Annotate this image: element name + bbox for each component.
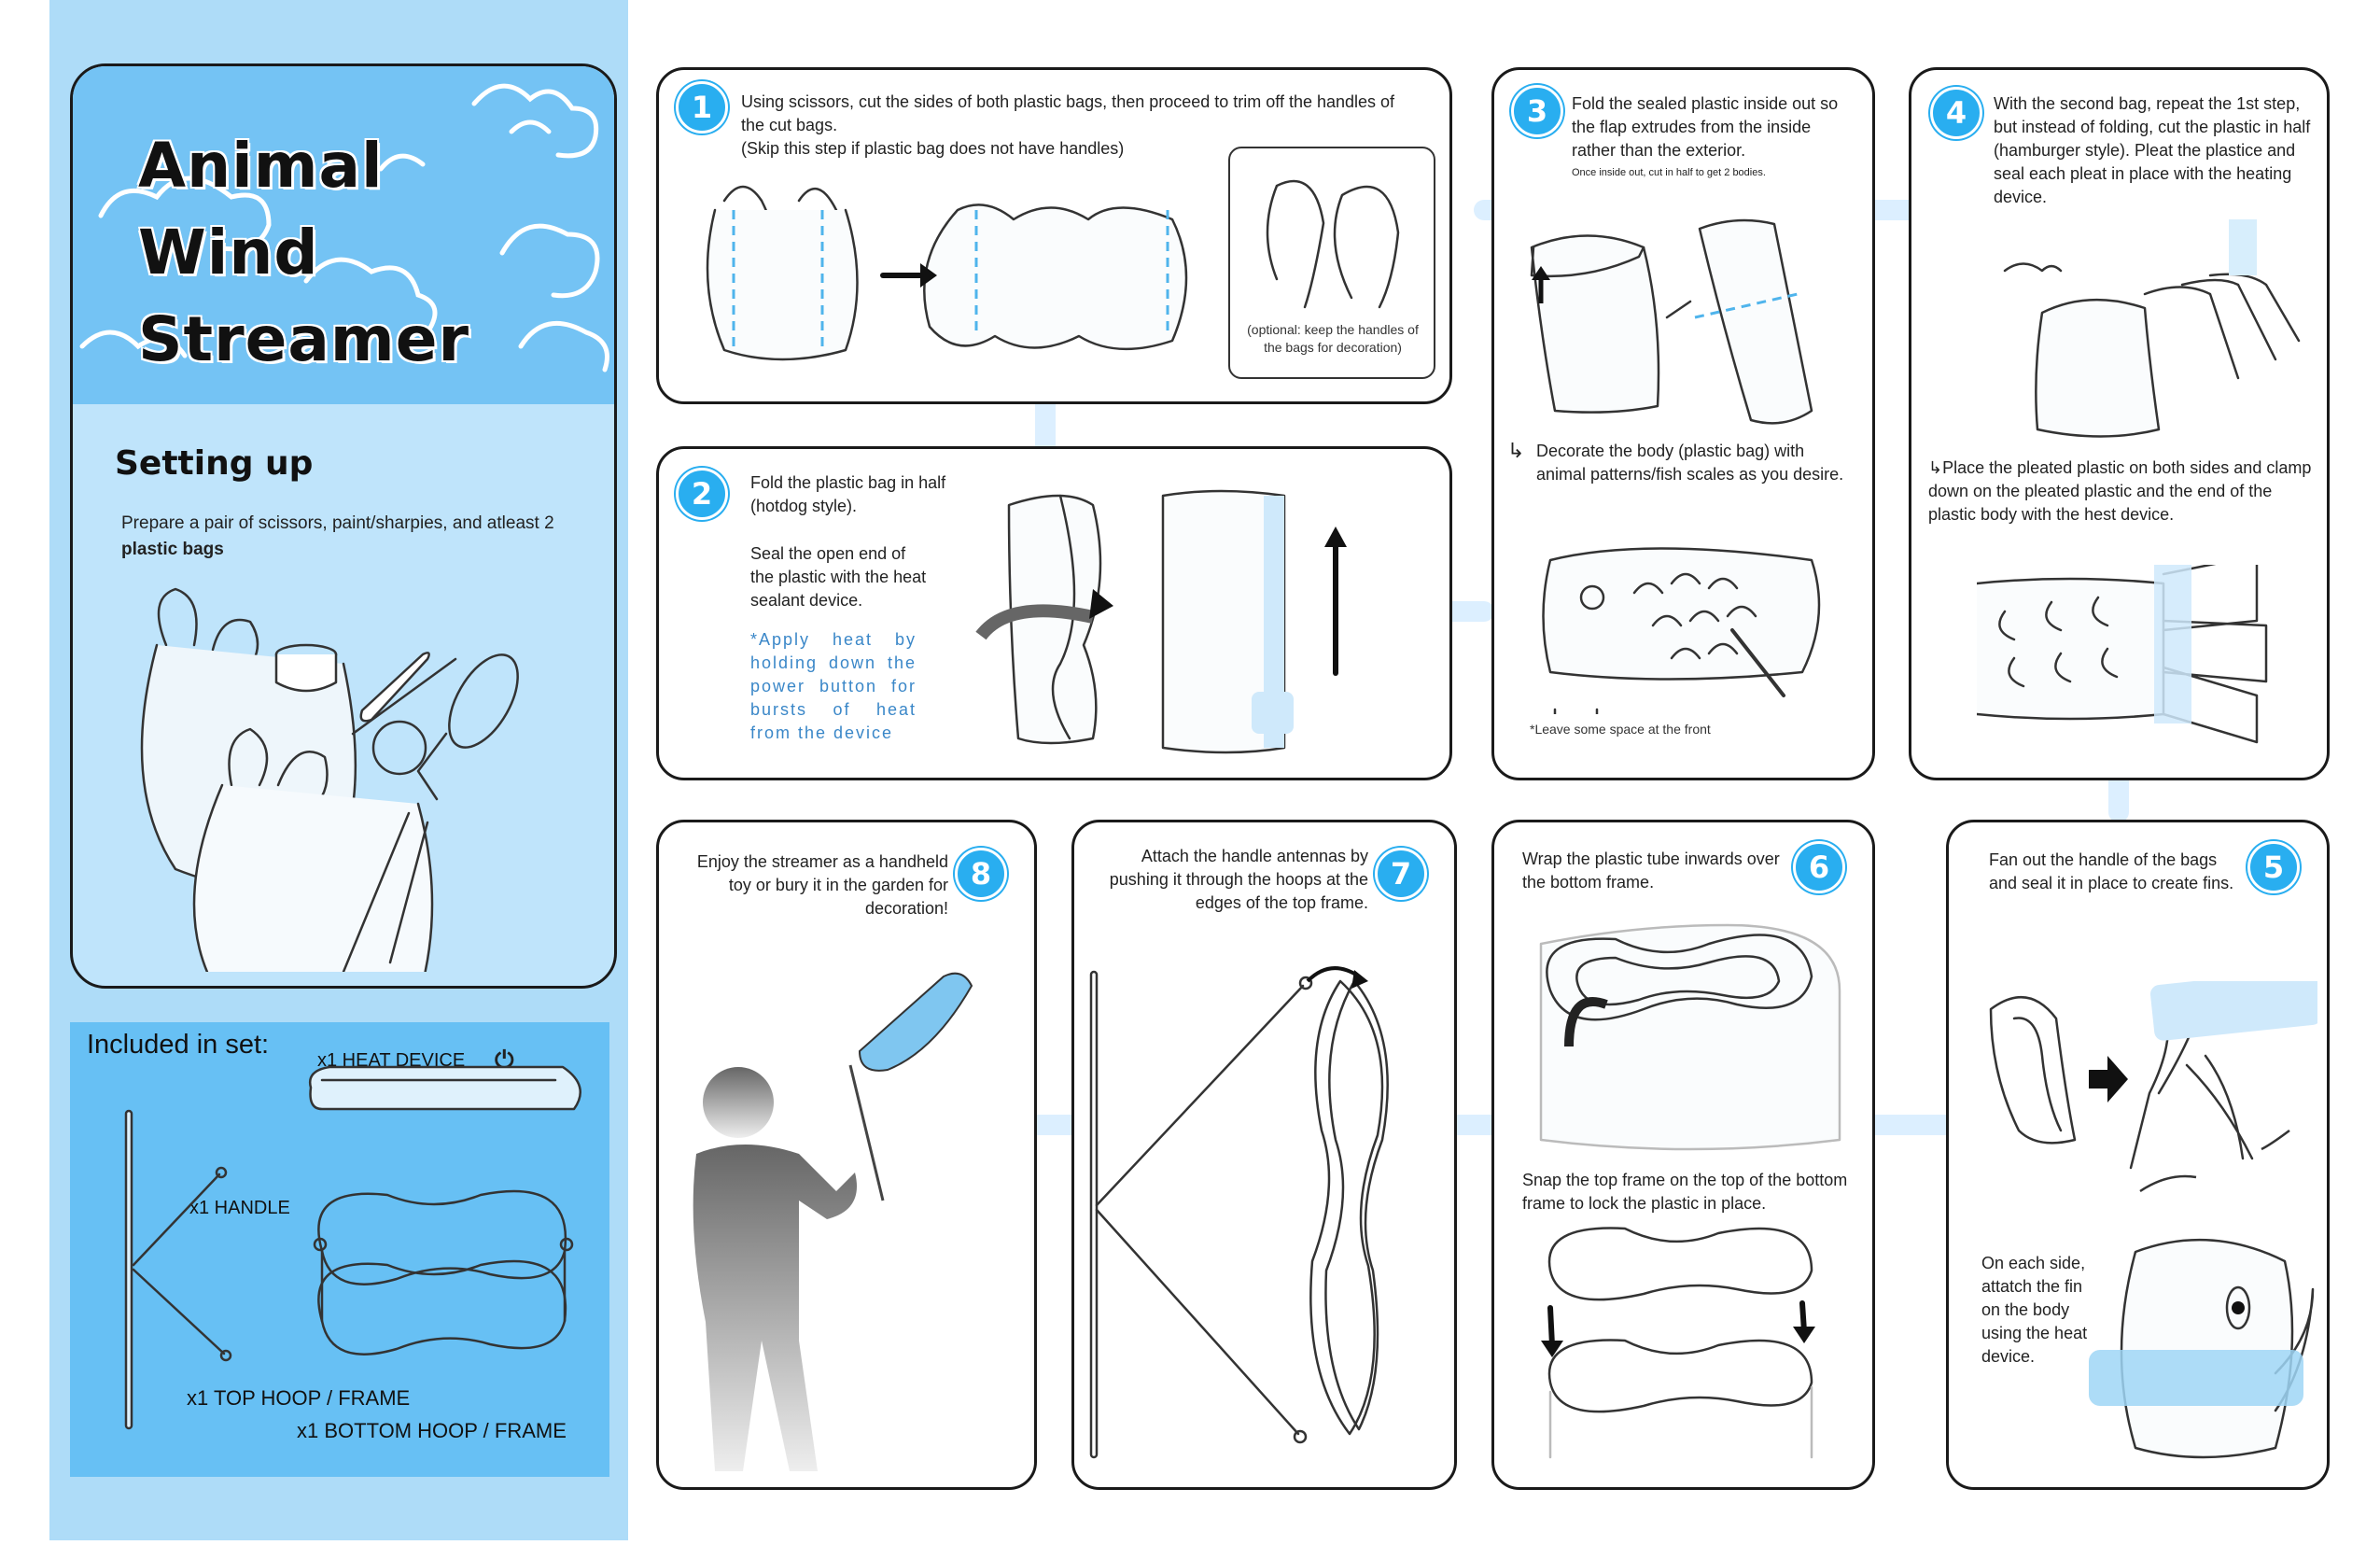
step-6-wrap-text: Wrap the plastic tube inwards over the b… xyxy=(1522,850,1780,892)
step-2-fold-text: Fold the plastic bag in half (hotdog sty… xyxy=(750,473,946,515)
inside-out-and-decorate-illustration xyxy=(1530,218,1821,714)
optional-note: (optional: keep the handles of the bags … xyxy=(1247,322,1419,355)
title-banner xyxy=(73,66,614,404)
step-number: 5 xyxy=(2247,841,2300,893)
child-with-streamer-illustration xyxy=(693,972,973,1471)
step-8-card: 8 Enjoy the streamer as a handheld toy o… xyxy=(656,820,1037,1490)
step-3-decorate-text: Decorate the body (plastic bag) with ani… xyxy=(1536,442,1844,484)
step-1-instruction: Using scissors, cut the sides of both pl… xyxy=(741,92,1395,134)
page-title: Animal Wind Streamer xyxy=(138,122,469,383)
bottom-hoop-label: x1 BOTTOM HOOP / FRAME xyxy=(297,1419,567,1442)
step-4-text: With the second bag, repeat the 1st step… xyxy=(1994,94,2311,206)
optional-handles-box: (optional: keep the handles of the bags … xyxy=(1228,147,1435,379)
step-2-card: 2 Fold the plastic bag in half (hotdog s… xyxy=(656,446,1452,780)
corner-arrow-icon: ↳ xyxy=(1928,458,1943,477)
pleat-illustration xyxy=(2003,219,2301,438)
included-in-set-panel: Included in set: x1 HEAT DEVICE ⏻ x1 HAN… xyxy=(70,1022,609,1477)
setup-text-bold: plastic bags xyxy=(121,540,224,559)
title-line: Wind xyxy=(138,217,319,288)
step-5-attach-text: On each side, attatch the fin on the bod… xyxy=(1981,1254,2088,1366)
step-3-leave-note: *Leave some space at the front xyxy=(1530,722,1711,737)
wrap-frame-illustration xyxy=(1539,923,1841,1151)
corner-arrow-icon: ↳ xyxy=(1507,439,1525,462)
step-4-place-instruction: Place the pleated plastic on both sides … xyxy=(1928,458,2312,524)
setup-text: Prepare a pair of scissors, paint/sharpi… xyxy=(121,511,597,563)
step-6-snap-text: Snap the top frame on the top of the bot… xyxy=(1522,1171,1848,1213)
cut-bag-illustration xyxy=(706,185,1188,361)
title-line: Animal xyxy=(138,130,384,202)
step-1-text: Using scissors, cut the sides of both pl… xyxy=(741,91,1422,161)
step-4-place-text: ↳Place the pleated plastic on both sides… xyxy=(1928,456,2320,527)
step-8-text: Enjoy the streamer as a handheld toy or … xyxy=(696,852,948,918)
step-3-text: Fold the sealed plastic inside out so th… xyxy=(1572,94,1839,160)
step-number: 8 xyxy=(955,848,1007,900)
step-2-seal-text: Seal the open end of the plastic with th… xyxy=(750,544,927,610)
step-number: 2 xyxy=(676,468,728,520)
attach-fin-illustration xyxy=(2089,1238,2315,1459)
handles-illustration xyxy=(1266,179,1400,309)
step-number: 1 xyxy=(676,81,728,133)
clamp-pleats-illustration xyxy=(1977,565,2268,744)
step-7-text: Attach the handle antennas by pushing it… xyxy=(1109,847,1368,912)
step-5-card: 5 Fan out the handle of the bags and sea… xyxy=(1946,820,2330,1490)
step-number: 3 xyxy=(1511,85,1563,137)
setup-text-prefix: Prepare a pair of scissors, paint/sharpi… xyxy=(121,513,554,533)
kit-illustration xyxy=(124,1065,581,1430)
step-4-card: 4 With the second bag, repeat the 1st st… xyxy=(1909,67,2330,780)
step-3-small-note: Once inside out, cut in half to get 2 bo… xyxy=(1572,167,1766,178)
title-line: Streamer xyxy=(138,303,470,375)
cloud-decoration xyxy=(79,83,609,372)
step-7-card: 7 Attach the handle antennas by pushing … xyxy=(1071,820,1457,1490)
step-number: 7 xyxy=(1375,848,1427,900)
step-5-text: Fan out the handle of the bags and seal … xyxy=(1989,850,2234,892)
fin-illustration xyxy=(1989,981,2317,1193)
step-number: 6 xyxy=(1793,841,1845,893)
step-6-card: 6 Wrap the plastic tube inwards over the… xyxy=(1491,820,1875,1490)
supplies-illustration xyxy=(140,587,519,972)
heat-device-label: x1 HEAT DEVICE xyxy=(317,1050,466,1071)
snap-frame-illustration xyxy=(1541,1227,1815,1459)
step-number: 4 xyxy=(1930,87,1982,139)
top-hoop-label: x1 TOP HOOP / FRAME xyxy=(187,1386,411,1410)
step-3-card: 3 Fold the sealed plastic inside out so … xyxy=(1491,67,1875,780)
title-card: Animal Wind Streamer Setting up Prepare … xyxy=(70,63,617,989)
step-1-card: 1 Using scissors, cut the sides of both … xyxy=(656,67,1452,404)
fold-seal-illustration xyxy=(975,489,1347,754)
included-heading: Included in set: xyxy=(87,1030,270,1060)
setup-heading: Setting up xyxy=(115,444,314,483)
handle-label: x1 HANDLE xyxy=(189,1198,290,1218)
step-2-tip: *Apply heat by holding down the power bu… xyxy=(750,630,917,742)
step-1-skip-note: (Skip this step if plastic bag does not … xyxy=(741,139,1125,158)
attach-handle-illustration xyxy=(1089,966,1389,1459)
